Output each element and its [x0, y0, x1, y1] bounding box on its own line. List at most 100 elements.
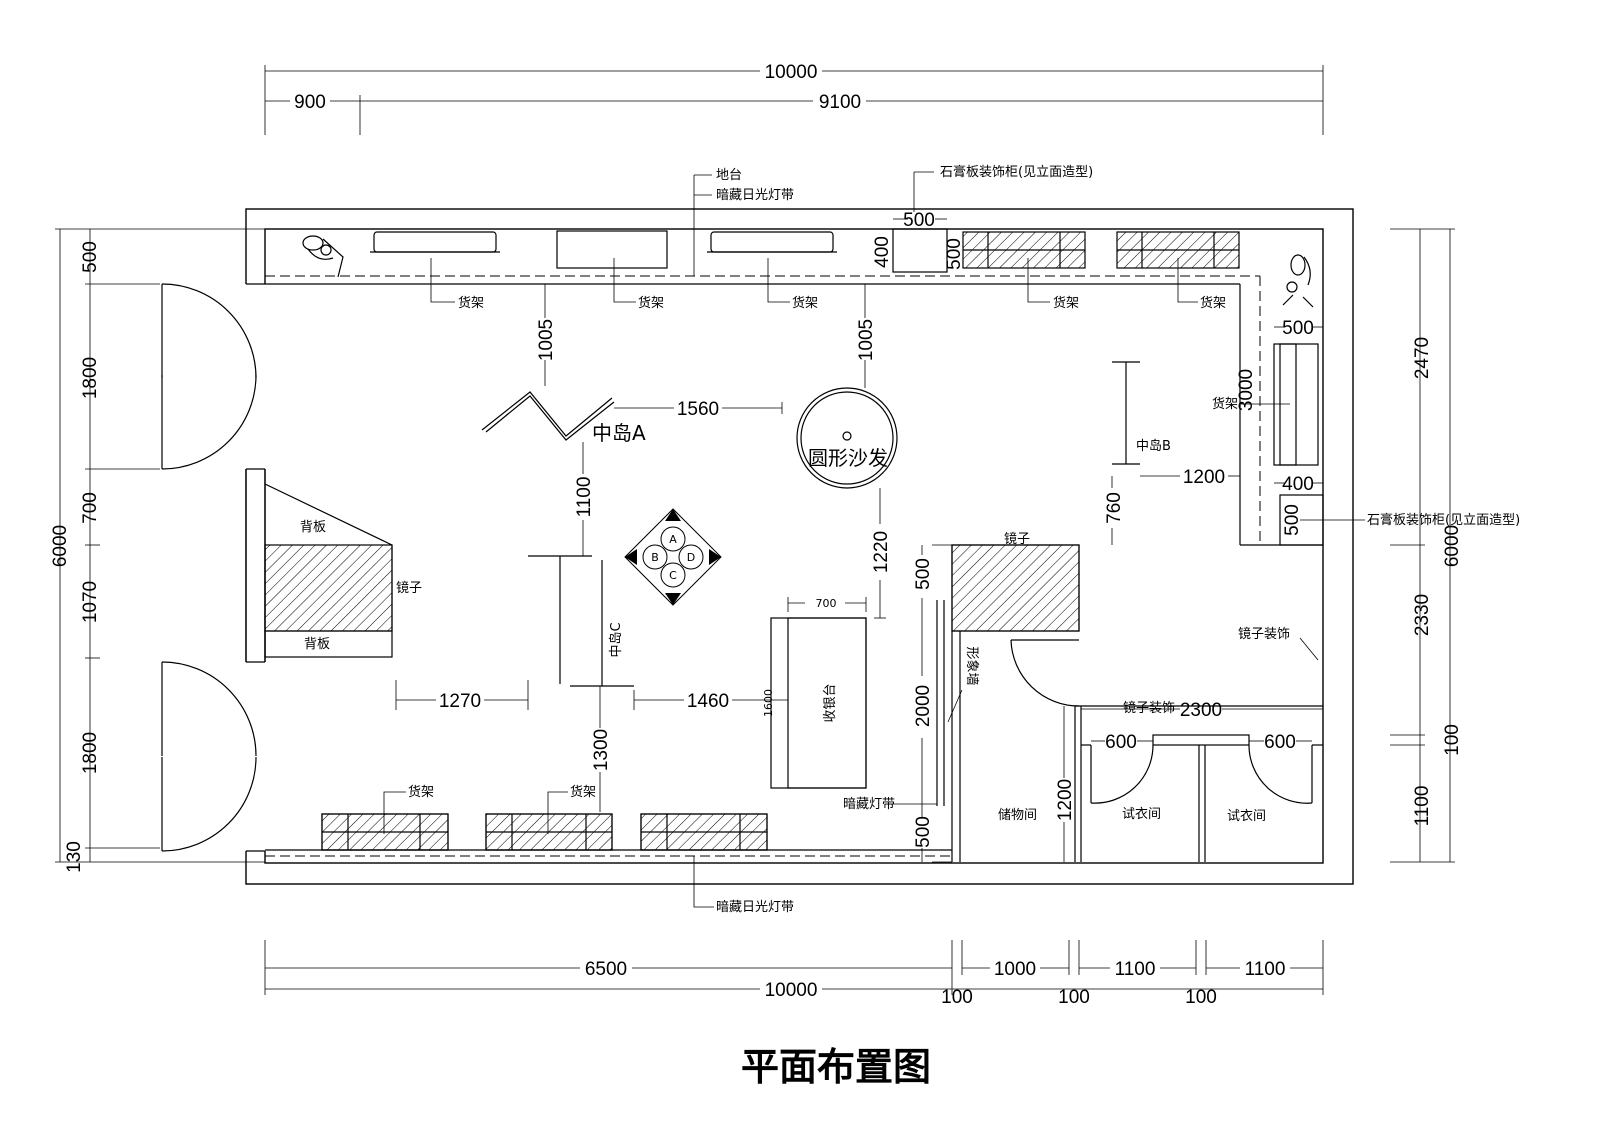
page-title: 平面布置图 — [741, 1045, 931, 1089]
dim-1005-left: 1005 — [536, 319, 557, 361]
mannequin-icon — [302, 235, 344, 278]
dim-bottom-gap-2: 100 — [1058, 987, 1090, 1008]
image-wall: 500 2000 500 形象墙 暗藏灯带 — [843, 544, 979, 863]
dim-500-r2: 500 — [1282, 504, 1303, 536]
dim-1005-right: 1005 — [856, 319, 877, 361]
top-annotations: 地台 暗藏日光灯带 石膏板装饰柜(见立面造型) 货架 货架 货架 货架 货架 5… — [430, 164, 1226, 311]
right-wall-units: 货架 3000 500 400 500 石膏板装饰柜(见立面造型) — [1212, 318, 1520, 546]
dim-400-r: 400 — [1282, 474, 1314, 495]
label-shelf-2: 货架 — [638, 295, 664, 311]
dim-right-2330: 2330 — [1412, 594, 1433, 636]
dim-1460: 1460 — [687, 691, 729, 712]
left-display: 背板 背板 镜子 — [264, 483, 422, 658]
top-dimensions: 10000 900 9100 — [264, 62, 1324, 135]
label-island-a: 中岛A — [592, 421, 646, 445]
dim-500-top: 500 — [903, 210, 935, 231]
fitting-rooms: 600 600 2300 镜子装饰 1200 储物间 试衣间 试衣间 镜子装饰 — [998, 627, 1323, 862]
dim-2000: 2000 — [913, 685, 934, 727]
top-platform — [265, 228, 1323, 546]
label-island-b: 中岛B — [1136, 438, 1171, 454]
dim-1560: 1560 — [677, 399, 719, 420]
dim-1600: 1600 — [762, 689, 775, 717]
dim-right-2470: 2470 — [1412, 337, 1433, 379]
label-gypsum-cabinet-top: 石膏板装饰柜(见立面造型) — [940, 164, 1093, 180]
center-dimensions: 1005 1005 1560 1100 1220 1270 1460 1300 — [395, 284, 892, 812]
dim-bottom-1000: 1000 — [994, 959, 1036, 980]
dim-bottom-total: 10000 — [765, 980, 818, 1001]
dim-left-500: 500 — [80, 241, 101, 273]
view-markers: A B C D — [624, 508, 722, 606]
dim-3000: 3000 — [1236, 369, 1257, 411]
label-mirror-deco-right: 镜子装饰 — [1238, 627, 1290, 642]
island-b: 中岛B 1200 760 — [1104, 361, 1240, 545]
dim-700: 700 — [816, 597, 837, 610]
label-shelf-bottom-1: 货架 — [408, 784, 434, 800]
label-storage: 储物间 — [998, 808, 1037, 823]
label-shelf-right: 货架 — [1212, 396, 1238, 412]
dim-1220: 1220 — [871, 531, 892, 573]
dim-600-right: 600 — [1264, 732, 1296, 753]
marker-c: C — [669, 569, 677, 582]
dim-1100: 1100 — [574, 477, 595, 518]
label-gypsum-cabinet-right: 石膏板装饰柜(见立面造型) — [1367, 512, 1520, 528]
right-dimensions: 2470 2330 100 1100 6000 — [1390, 228, 1463, 863]
dim-2300: 2300 — [1180, 700, 1222, 721]
dim-500-mid: 500 — [913, 558, 934, 590]
marker-a: A — [669, 533, 677, 546]
mirror-block: 镜子 — [951, 532, 1080, 862]
dim-top-total: 10000 — [765, 62, 818, 83]
dim-top-9100: 9100 — [819, 92, 861, 113]
left-dimensions: 500 1800 700 1070 1800 130 6000 — [50, 228, 265, 873]
island-a: 中岛A — [481, 391, 646, 445]
mannequin-icon — [1282, 254, 1314, 308]
dim-600-left: 600 — [1105, 732, 1137, 753]
label-ditai: 地台 — [716, 168, 742, 183]
label-image-wall: 形象墙 — [964, 646, 979, 685]
label-fitting-1: 试衣间 — [1122, 806, 1161, 822]
label-shelf-5: 货架 — [1200, 295, 1226, 311]
dim-500-bot: 500 — [913, 816, 934, 848]
bottom-platform: 货架 货架 暗藏日光灯带 — [265, 784, 952, 915]
dim-1200-right: 1200 — [1183, 467, 1225, 488]
dim-left-1070: 1070 — [80, 581, 101, 623]
marker-b: B — [651, 551, 659, 564]
dim-right-100: 100 — [1442, 724, 1463, 756]
dim-bottom-gap-1: 100 — [941, 987, 973, 1008]
dim-bottom-6500: 6500 — [585, 959, 627, 980]
label-shelf-4: 货架 — [1053, 295, 1079, 311]
dim-left-700: 700 — [80, 492, 101, 524]
dim-right-total: 6000 — [1442, 525, 1463, 567]
marker-d: D — [687, 551, 695, 564]
bottom-dimensions: 6500 1000 1100 1100 10000 100 100 100 — [264, 940, 1324, 1008]
dim-500-r: 500 — [1282, 318, 1314, 339]
dim-bottom-1100-a: 1100 — [1115, 959, 1156, 980]
label-light-strip-bottom: 暗藏日光灯带 — [716, 900, 794, 915]
dim-500-top-v: 500 — [944, 238, 965, 270]
dim-left-1800-a: 1800 — [80, 357, 101, 399]
round-sofa: 圆形沙发 — [796, 387, 898, 489]
dim-left-1800-b: 1800 — [80, 732, 101, 774]
dim-bottom-1100-b: 1100 — [1245, 959, 1286, 980]
dim-left-total: 6000 — [50, 525, 71, 567]
walls — [244, 208, 1354, 885]
cashier-counter: 700 1600 收银台 — [762, 597, 867, 789]
dim-right-1100: 1100 — [1412, 786, 1433, 827]
label-shelf-3: 货架 — [792, 295, 818, 311]
label-fitting-2: 试衣间 — [1227, 808, 1266, 824]
dim-left-130: 130 — [64, 841, 85, 873]
label-back-board-top: 背板 — [300, 520, 326, 535]
entrance-doors — [161, 283, 257, 852]
dim-400-top: 400 — [872, 236, 893, 268]
island-c: 中岛C — [528, 555, 634, 687]
dim-bottom-gap-3: 100 — [1185, 987, 1217, 1008]
label-mirror-top: 镜子 — [1004, 532, 1030, 547]
dim-1270: 1270 — [439, 691, 481, 712]
label-hidden-light: 暗藏灯带 — [843, 797, 895, 812]
dim-1300: 1300 — [591, 729, 612, 771]
label-round-sofa: 圆形沙发 — [808, 446, 888, 470]
label-back-board-bottom: 背板 — [304, 637, 330, 652]
label-shelf-1: 货架 — [458, 295, 484, 311]
dim-760: 760 — [1104, 492, 1125, 524]
label-mirror-deco-mid: 镜子装饰 — [1123, 701, 1175, 716]
